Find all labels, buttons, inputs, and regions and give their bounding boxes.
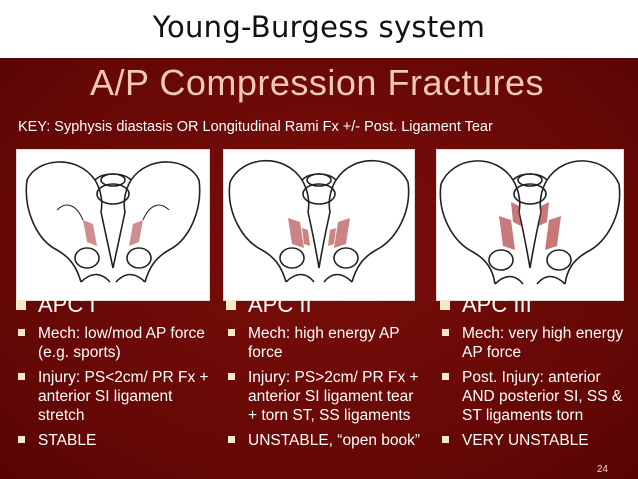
- column-heading: APC II: [226, 292, 426, 318]
- bullet-square-icon: [442, 373, 449, 380]
- slide: A/P Compression Fractures KEY: Syphysis …: [0, 58, 638, 479]
- bullet-square-icon: [228, 329, 235, 336]
- bullet-item: Mech: very high energy AP force: [440, 324, 630, 362]
- bullet-item: Mech: low/mod AP force (e.g. sports): [16, 324, 214, 362]
- bullet-item: UNSTABLE, “open book”: [226, 431, 426, 450]
- column-apc3: APC III Mech: very high energy AP force …: [440, 292, 630, 456]
- bullet-item: Injury: PS>2cm/ PR Fx + anterior SI liga…: [226, 368, 426, 425]
- column-heading: APC III: [440, 292, 630, 318]
- column-heading: APC I: [16, 292, 214, 318]
- bullet-square-icon: [228, 373, 235, 380]
- pelvis-illustration-apc2: [223, 149, 415, 301]
- bullet-square-icon: [18, 436, 25, 443]
- page-number: 24: [596, 464, 608, 475]
- pelvis-illustration-apc1: [16, 149, 210, 301]
- bullet-item: Post. Injury: anterior AND posterior SI,…: [440, 368, 630, 425]
- column-apc1: APC I Mech: low/mod AP force (e.g. sport…: [16, 292, 214, 456]
- bullet-square-icon: [442, 329, 449, 336]
- key-line: KEY: Syphysis diastasis OR Longitudinal …: [18, 119, 493, 135]
- bullet-square-icon: [226, 300, 236, 310]
- bullet-item: STABLE: [16, 431, 214, 450]
- bullet-square-icon: [440, 300, 450, 310]
- bullet-item: VERY UNSTABLE: [440, 431, 630, 450]
- pelvis-illustration-apc3: [436, 149, 624, 301]
- page-title: Young-Burgess system: [152, 10, 486, 44]
- slide-title: A/P Compression Fractures: [90, 62, 544, 103]
- bullet-item: Injury: PS<2cm/ PR Fx + anterior SI liga…: [16, 368, 214, 425]
- bullet-square-icon: [442, 436, 449, 443]
- bullet-square-icon: [228, 436, 235, 443]
- bullet-square-icon: [18, 329, 25, 336]
- column-apc2: APC II Mech: high energy AP force Injury…: [226, 292, 426, 456]
- bullet-item: Mech: high energy AP force: [226, 324, 426, 362]
- bullet-square-icon: [16, 300, 26, 310]
- bullet-square-icon: [18, 373, 25, 380]
